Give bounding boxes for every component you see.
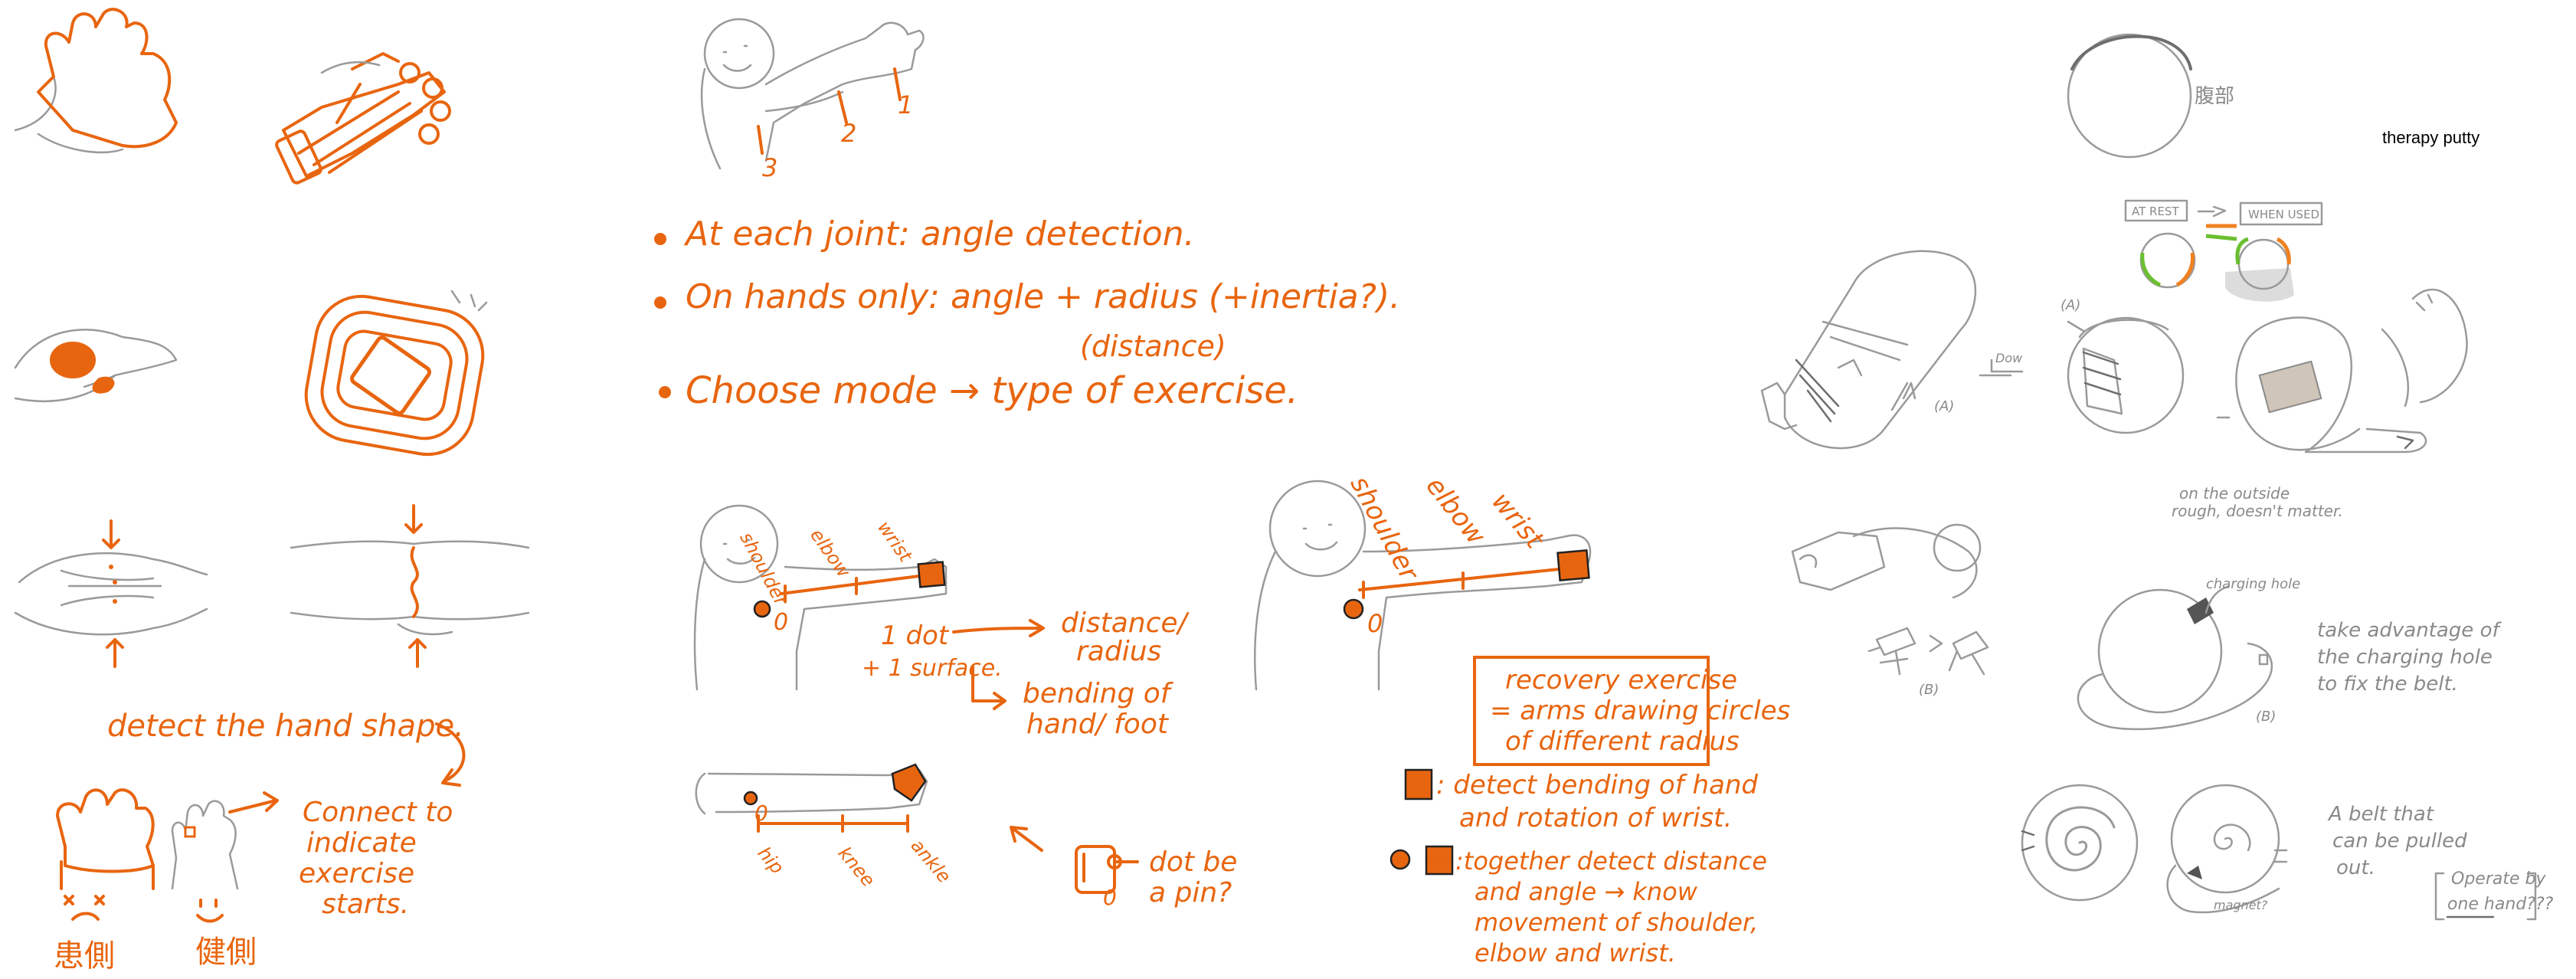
palms-together-sketch bbox=[290, 504, 530, 668]
connect-note-2: indicate bbox=[306, 827, 417, 859]
wearable-device-sketch bbox=[304, 290, 488, 457]
bullet-dot-3 bbox=[659, 386, 671, 398]
bullet-dot-1 bbox=[654, 233, 666, 245]
combo-note-2: and angle → know bbox=[1475, 877, 1697, 906]
take-advantage-2: the charging hole bbox=[2317, 646, 2493, 669]
large-arm-diagram bbox=[1254, 480, 1592, 691]
bending-note: bending of bbox=[1023, 678, 1170, 709]
sick-side-label: 患側 bbox=[54, 938, 115, 974]
belt-note-2: can be pulled bbox=[2332, 830, 2467, 853]
belt-ball-sketch bbox=[2166, 784, 2288, 914]
pin-zero: 0 bbox=[1103, 885, 1117, 910]
arm-figure-sketch bbox=[700, 18, 925, 170]
operate-note-1: Operate by bbox=[2451, 869, 2546, 889]
a-label-device: (A) bbox=[1934, 398, 1955, 414]
pin-note-line1: dot be bbox=[1149, 846, 1238, 878]
combo-note-4: elbow and wrist. bbox=[1475, 938, 1676, 968]
glove-sketch bbox=[14, 8, 178, 154]
chinese-label: 腹部 bbox=[2195, 85, 2235, 108]
one-dot-note: 1 dot bbox=[881, 620, 949, 651]
bullet-hands: On hands only: angle + radius (+inertia?… bbox=[686, 277, 1401, 316]
ball-with-belt-sketch bbox=[2077, 584, 2273, 731]
grip-hand-sketch bbox=[14, 329, 178, 402]
hand-sad-sketch bbox=[56, 788, 155, 921]
when-used-label: WHEN USED bbox=[2248, 208, 2320, 221]
belt-note-3: out. bbox=[2336, 856, 2375, 879]
arm-number-2: 2 bbox=[841, 119, 857, 148]
bullet-mode: Choose mode → type of exercise. bbox=[686, 369, 1299, 412]
bullet-joint: At each joint: angle detection. bbox=[686, 214, 1195, 254]
combo-note-3: movement of shoulder, bbox=[1475, 908, 1759, 937]
small-arm-diagram bbox=[693, 504, 1045, 710]
connect-note-1: Connect to bbox=[303, 797, 453, 828]
leg-zero: 0 bbox=[754, 801, 768, 826]
small-arm-zero: 0 bbox=[774, 609, 789, 636]
at-rest-label: AT REST bbox=[2132, 205, 2179, 218]
legend-dot bbox=[1389, 849, 1411, 870]
ball-sketch-top bbox=[2067, 33, 2192, 159]
distance-note: distance/ bbox=[1061, 607, 1187, 639]
leg-diagram bbox=[695, 763, 928, 833]
outside-note-1: on the outside bbox=[2179, 484, 2290, 503]
operate-bracket bbox=[2434, 872, 2537, 921]
combo-note-1: :together detect distance bbox=[1455, 846, 1767, 876]
radius-note: radius bbox=[1076, 636, 1162, 667]
bullet-distance-note: (distance) bbox=[1080, 329, 1226, 363]
belt-note-1: A belt that bbox=[2329, 803, 2434, 826]
magnet-label: magnet? bbox=[2214, 898, 2268, 912]
hand-happy-sketch bbox=[171, 791, 279, 923]
recovery-box bbox=[1473, 656, 1710, 766]
pin-note-line2: a pin? bbox=[1149, 877, 1232, 909]
take-advantage-1: take advantage of bbox=[2317, 619, 2499, 642]
operate-note-2: one hand??? bbox=[2447, 895, 2554, 914]
charging-hole-label: charging hole bbox=[2206, 576, 2301, 592]
hand-foot-note: hand/ foot bbox=[1026, 709, 1168, 740]
arm-number-1: 1 bbox=[898, 90, 914, 120]
large-arm-zero: 0 bbox=[1367, 609, 1383, 638]
square-note-1: : detect bending of hand bbox=[1436, 770, 1758, 801]
curved-arrow bbox=[435, 722, 466, 787]
a-label-ball: (A) bbox=[2060, 297, 2081, 313]
b-label-clip: (B) bbox=[1919, 682, 1939, 698]
recovery-line-1: recovery exercise bbox=[1505, 665, 1738, 696]
pin-sketch bbox=[1010, 826, 1139, 894]
legend-square-2 bbox=[1425, 845, 1454, 876]
outside-note-2: rough, doesn't matter. bbox=[2172, 502, 2343, 520]
recovery-line-2: = arms drawing circles bbox=[1490, 696, 1791, 726]
connect-note-3: exercise bbox=[299, 858, 415, 889]
at-rest-when-used-sketch bbox=[2124, 199, 2323, 302]
one-surface-note: + 1 surface. bbox=[862, 655, 1003, 682]
therapy-putty-label: therapy putty bbox=[2382, 128, 2480, 147]
clip-sketch bbox=[1867, 627, 1989, 676]
healthy-side-label: 健側 bbox=[195, 935, 257, 970]
connect-note-4: starts. bbox=[322, 889, 410, 920]
spiral-sketch bbox=[2021, 784, 2139, 902]
dow-label: Dow bbox=[1995, 351, 2023, 365]
square-note-2: and rotation of wrist. bbox=[1459, 803, 1733, 833]
recovery-line-3: of different radius bbox=[1505, 726, 1740, 757]
finger-exoskeleton-sketch bbox=[275, 52, 451, 185]
bullet-dot-2 bbox=[654, 296, 666, 309]
b-label-ball: (B) bbox=[2256, 709, 2277, 725]
detect-hand-shape-note: detect the hand shape. bbox=[107, 709, 464, 744]
handle-device-sketch bbox=[1791, 523, 1982, 599]
legend-square bbox=[1404, 768, 1433, 801]
take-advantage-3: to fix the belt. bbox=[2317, 673, 2458, 696]
squeeze-ball-sketch bbox=[2216, 288, 2468, 453]
handheld-device-sketch bbox=[1760, 250, 2024, 450]
arm-number-3: 3 bbox=[762, 153, 778, 182]
ball-with-cap-sketch bbox=[2067, 316, 2185, 434]
interlocked-hands-sketch bbox=[14, 519, 208, 668]
